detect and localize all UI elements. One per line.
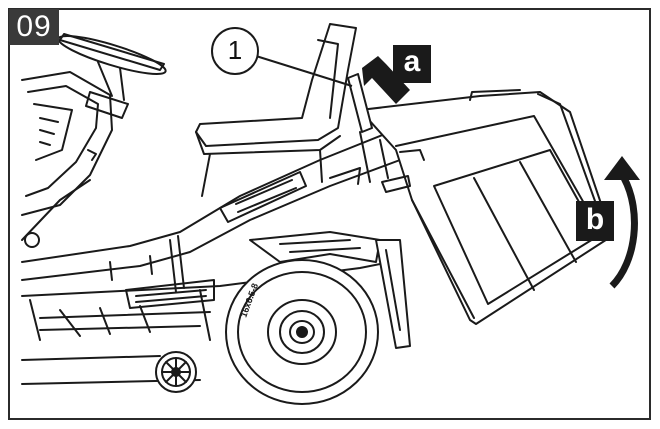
callout-leader-line: [255, 55, 353, 87]
seat: [195, 23, 357, 197]
rear-deflector: [375, 239, 411, 349]
rear-wheel: [225, 259, 379, 405]
label-b: b: [576, 201, 614, 241]
collector-lever: [347, 73, 373, 183]
label-a: a: [393, 45, 431, 83]
front-hood: [21, 71, 113, 248]
arrow-b: [604, 156, 640, 289]
chassis: [21, 99, 541, 385]
callout-1: 1: [211, 27, 259, 75]
step-number-badge: 09: [9, 9, 59, 45]
arrow-a: [362, 56, 410, 104]
steering-wheel: [57, 33, 167, 119]
front-wheel: [155, 351, 197, 393]
grass-collector: [359, 89, 613, 325]
